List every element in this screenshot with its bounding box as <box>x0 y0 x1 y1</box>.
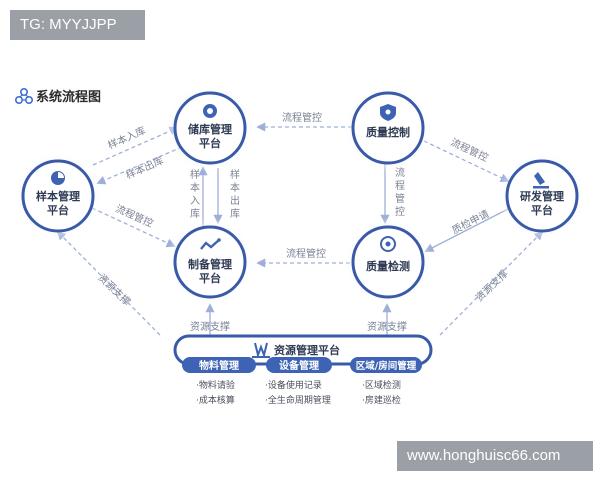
edge-rnd-to-test <box>424 207 511 252</box>
node-storage-line1: 储库管理 <box>188 122 232 136</box>
edge-label-rnd-to-test: 质检申请 <box>450 207 492 237</box>
edge-storage-to-sample <box>96 146 183 185</box>
edge-label-sample-to-storage: 样本入库 <box>106 124 148 152</box>
edge-label-test-to-prep: 流程管控 <box>286 247 326 260</box>
edge-sample-to-storage <box>92 126 179 166</box>
pie-icon <box>51 171 65 185</box>
node-quality-control[interactable]: 质量控制 <box>344 84 432 172</box>
areas-item-1: ·区域检测 <box>362 379 401 391</box>
node-storage-line2: 平台 <box>199 136 221 150</box>
group-equipment-label: 设备管理 <box>279 359 319 372</box>
group-materials-label: 物料管理 <box>199 359 239 372</box>
node-rnd-line2: 平台 <box>531 203 553 217</box>
materials-item-1: ·物料请验 <box>196 379 235 391</box>
node-prep-line1: 制备管理 <box>188 257 232 271</box>
storage-icon <box>203 104 217 118</box>
node-quality-test[interactable]: 质量检测 <box>344 218 432 306</box>
node-sample-line1: 样本管理 <box>36 189 80 203</box>
microscope-icon <box>533 172 549 189</box>
vertical-label-char: 出 <box>230 194 240 207</box>
node-quality-test-line1: 质量检测 <box>366 259 410 273</box>
edge-resource-to-rnd <box>439 230 544 336</box>
edge-sample-to-prep <box>91 207 176 248</box>
materials-item-2: ·成本核算 <box>196 394 235 406</box>
group-areas-label: 区域/房间管理 <box>356 360 417 372</box>
target-icon <box>380 236 396 252</box>
node-storage[interactable]: 储库管理 平台 <box>166 84 254 172</box>
vertical-label-char: 库 <box>190 207 200 220</box>
vertical-label-char: 流 <box>395 166 405 179</box>
edge-label-resource-to-test: 资源支撑 <box>367 320 407 333</box>
edge-resource-to-sample <box>56 230 161 336</box>
node-rnd-line1: 研发管理 <box>520 189 564 203</box>
edge-label-prep-to-storage: 样本入库 <box>190 168 200 220</box>
edges <box>56 122 544 336</box>
vertical-label-char: 样 <box>190 168 200 181</box>
node-rnd[interactable]: 研发管理 平台 <box>498 152 586 240</box>
areas-item-2: ·房建巡检 <box>362 394 401 406</box>
equipment-item-1: ·设备使用记录 <box>265 379 322 391</box>
group-areas[interactable]: 区域/房间管理 <box>350 357 422 373</box>
equipment-item-2: ·全生命周期管理 <box>265 394 331 406</box>
edge-label-qc-to-test: 流程管控 <box>395 166 405 218</box>
edge-label-qc-to-rnd: 流程管控 <box>449 135 491 164</box>
node-sample[interactable]: 样本管理 平台 <box>14 152 102 240</box>
node-sample-line2: 平台 <box>47 203 69 217</box>
edge-label-qc-to-storage: 流程管控 <box>282 111 322 124</box>
edge-label-sample-to-prep: 流程管控 <box>114 202 156 230</box>
node-quality-control-line1: 质量控制 <box>366 125 410 139</box>
vertical-label-char: 样 <box>230 168 240 181</box>
vertical-label-char: 入 <box>190 196 200 207</box>
edge-label-resource-to-rnd: 资源支撑 <box>473 267 511 304</box>
node-prep[interactable]: 制备管理 平台 <box>166 218 254 306</box>
edge-label-storage-to-sample: 样本出库 <box>124 154 166 182</box>
group-equipment[interactable]: 设备管理 <box>266 357 332 373</box>
vertical-label-char: 管 <box>395 192 405 205</box>
watermark-bottom-right: www.honghuisc66.com <box>397 441 593 471</box>
trend-icon <box>200 238 221 250</box>
vertical-label-char: 库 <box>230 207 240 220</box>
node-prep-line2: 平台 <box>199 271 221 285</box>
shield-icon <box>380 104 396 121</box>
platform-icon <box>252 342 270 359</box>
vertical-label-char: 本 <box>190 181 200 194</box>
vertical-label-char: 控 <box>395 205 405 218</box>
vertical-label-char: 本 <box>230 181 240 194</box>
watermark-top-left: TG: MYYJJPP <box>10 10 145 40</box>
group-materials[interactable]: 物料管理 <box>182 357 256 373</box>
resource-platform-title: 资源管理平台 <box>274 343 340 357</box>
edge-qc-to-rnd <box>423 140 510 182</box>
edge-label-resource-to-sample: 资源支撑 <box>96 271 134 308</box>
title-icon <box>15 88 33 105</box>
vertical-label-char: 程 <box>395 180 405 192</box>
edge-label-storage-to-prep: 样本出库 <box>230 168 240 220</box>
edge-label-resource-to-prep: 资源支撑 <box>190 320 230 333</box>
diagram-title: 系统流程图 <box>36 89 101 105</box>
